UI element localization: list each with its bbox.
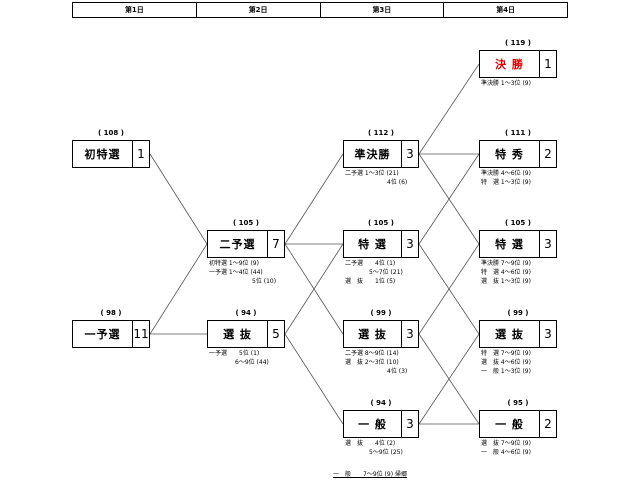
race-name-tokusen4: 特 選: [495, 238, 524, 251]
race-name-shotokusen: 初特選: [84, 148, 121, 161]
race-box-senbatsu2: 選 抜 5: [207, 320, 285, 348]
bracket-connector: [418, 153, 480, 245]
race-name-ippan4: 一 般: [495, 418, 524, 431]
note-niyosen-2: 一予選 1～4位 (44): [209, 269, 263, 276]
race-box-senbatsu3: 選 抜 3: [343, 320, 419, 348]
bracket-connector: [418, 63, 480, 155]
day-1-header: 第1日: [73, 3, 197, 17]
note-ippan3-1: 選 抜 4位 (2): [345, 440, 396, 447]
race-name-senbatsu4: 選 抜: [495, 328, 524, 341]
race-number-tokusen3: ( 105 ): [368, 219, 394, 227]
note-tokushu-2: 特 選 1～3位 (9): [481, 179, 531, 186]
race-count-senbatsu3: 3: [401, 321, 418, 347]
race-name-tokushu: 特 秀: [495, 148, 524, 161]
race-box-ippan4: 一 般 2: [479, 410, 557, 438]
race-number-junkessho: ( 112 ): [368, 129, 394, 137]
race-box-shotokusen: 初特選 1: [72, 140, 150, 168]
day-header: 第1日 第2日 第3日 第4日: [72, 2, 568, 18]
race-number-shotokusen: ( 108 ): [98, 129, 124, 137]
race-box-ichiyosen: 一予選 11: [72, 320, 150, 348]
note-ippan4-1: 選 抜 7～9位 (9): [481, 440, 531, 447]
note-tokusen4-2: 特 選 4～6位 (9): [481, 269, 531, 276]
note-tokusen4-3: 選 抜 1～3位 (9): [481, 278, 531, 285]
race-count-tokusen3: 3: [401, 231, 418, 257]
race-name-senbatsu3: 選 抜: [358, 328, 387, 341]
race-count-kessho: 1: [539, 51, 556, 77]
note-kessho-1: 準決勝 1～3位 (9): [481, 80, 531, 87]
bracket-connector: [284, 333, 344, 425]
note-senbatsu2-2: 6～9位 (44): [235, 359, 269, 366]
note-ippan3-2: 5～9位 (25): [369, 449, 403, 456]
race-count-tokusen4: 3: [539, 231, 556, 257]
race-count-junkessho: 3: [401, 141, 418, 167]
note-senbatsu3-1: 二予選 8～9位 (14): [345, 350, 399, 357]
race-name-junkessho: 準決勝: [354, 148, 391, 161]
race-number-niyosen: ( 105 ): [233, 219, 259, 227]
race-box-tokushu: 特 秀 2: [479, 140, 557, 168]
race-box-junkessho: 準決勝 3: [343, 140, 419, 168]
race-number-tokusen4: ( 105 ): [505, 219, 531, 227]
note-niyosen-1: 初特選 1～9位 (9): [209, 260, 259, 267]
race-box-kessho: 決 勝 1: [479, 50, 557, 78]
race-number-senbatsu4: ( 99 ): [507, 309, 529, 317]
note-senbatsu4-2: 選 抜 4～6位 (9): [481, 359, 531, 366]
race-count-senbatsu2: 5: [267, 321, 284, 347]
bracket-connector: [149, 153, 208, 245]
race-count-ippan3: 3: [401, 411, 418, 437]
race-number-tokushu: ( 111 ): [505, 129, 531, 137]
note-senbatsu2-1: 一予選 5位 (1): [209, 350, 260, 357]
note-niyosen-3: 5位 (10): [252, 278, 277, 285]
note-ippan4-2: 一 般 4～6位 (9): [481, 449, 531, 456]
note-senbatsu4-1: 特 選 7～9位 (9): [481, 350, 531, 357]
bracket-connector: [284, 153, 344, 245]
race-name-senbatsu2: 選 抜: [223, 328, 252, 341]
footer-note: 一 般 7～9位 (9) 帰郷: [333, 471, 407, 478]
race-box-tokusen4: 特 選 3: [479, 230, 557, 258]
day-4-header: 第4日: [496, 6, 516, 14]
race-count-senbatsu4: 3: [539, 321, 556, 347]
race-count-ichiyosen: 11: [132, 321, 149, 347]
race-box-senbatsu4: 選 抜 3: [479, 320, 557, 348]
race-count-ippan4: 2: [539, 411, 556, 437]
day-2-header: 第2日: [197, 3, 321, 17]
bracket-connector: [418, 333, 480, 425]
race-name-tokusen3: 特 選: [358, 238, 387, 251]
race-name-kessho: 決 勝: [495, 58, 524, 71]
race-count-niyosen: 7: [267, 231, 284, 257]
race-name-ichiyosen: 一予選: [84, 328, 121, 341]
note-junkessho-2: 4位 (6): [387, 179, 408, 186]
note-senbatsu3-2: 選 抜 2～3位 (10): [345, 359, 399, 366]
race-number-ippan4: ( 95 ): [507, 399, 529, 407]
race-count-tokushu: 2: [539, 141, 556, 167]
note-tokusen3-2: 5～7位 (21): [369, 269, 403, 276]
race-name-ippan3: 一 般: [358, 418, 387, 431]
race-number-kessho: ( 119 ): [505, 39, 531, 47]
note-senbatsu4-3: 一 般 1～3位 (9): [481, 368, 531, 375]
note-tokusen4-1: 準決勝 7～9位 (9): [481, 260, 531, 267]
note-senbatsu3-3: 4位 (3): [387, 368, 408, 375]
note-tokusen3-1: 二予選 4位 (1): [345, 260, 396, 267]
note-tokushu-1: 準決勝 4～6位 (9): [481, 170, 531, 177]
race-box-ippan3: 一 般 3: [343, 410, 419, 438]
day-3-header: 第3日: [321, 3, 445, 17]
race-number-ichiyosen: ( 98 ): [100, 309, 122, 317]
race-number-senbatsu2: ( 94 ): [235, 309, 257, 317]
race-name-niyosen: 二予選: [219, 238, 256, 251]
race-number-senbatsu3: ( 99 ): [370, 309, 392, 317]
note-junkessho-1: 二予選 1～3位 (21): [345, 170, 399, 177]
race-number-ippan3: ( 94 ): [370, 399, 392, 407]
race-box-tokusen3: 特 選 3: [343, 230, 419, 258]
bracket-connector: [149, 243, 208, 335]
note-tokusen3-3: 選 抜 1位 (5): [345, 278, 396, 285]
race-count-shotokusen: 1: [132, 141, 149, 167]
bracket-connector: [284, 243, 344, 335]
race-box-niyosen: 二予選 7: [207, 230, 285, 258]
bracket-connector: [418, 243, 480, 335]
